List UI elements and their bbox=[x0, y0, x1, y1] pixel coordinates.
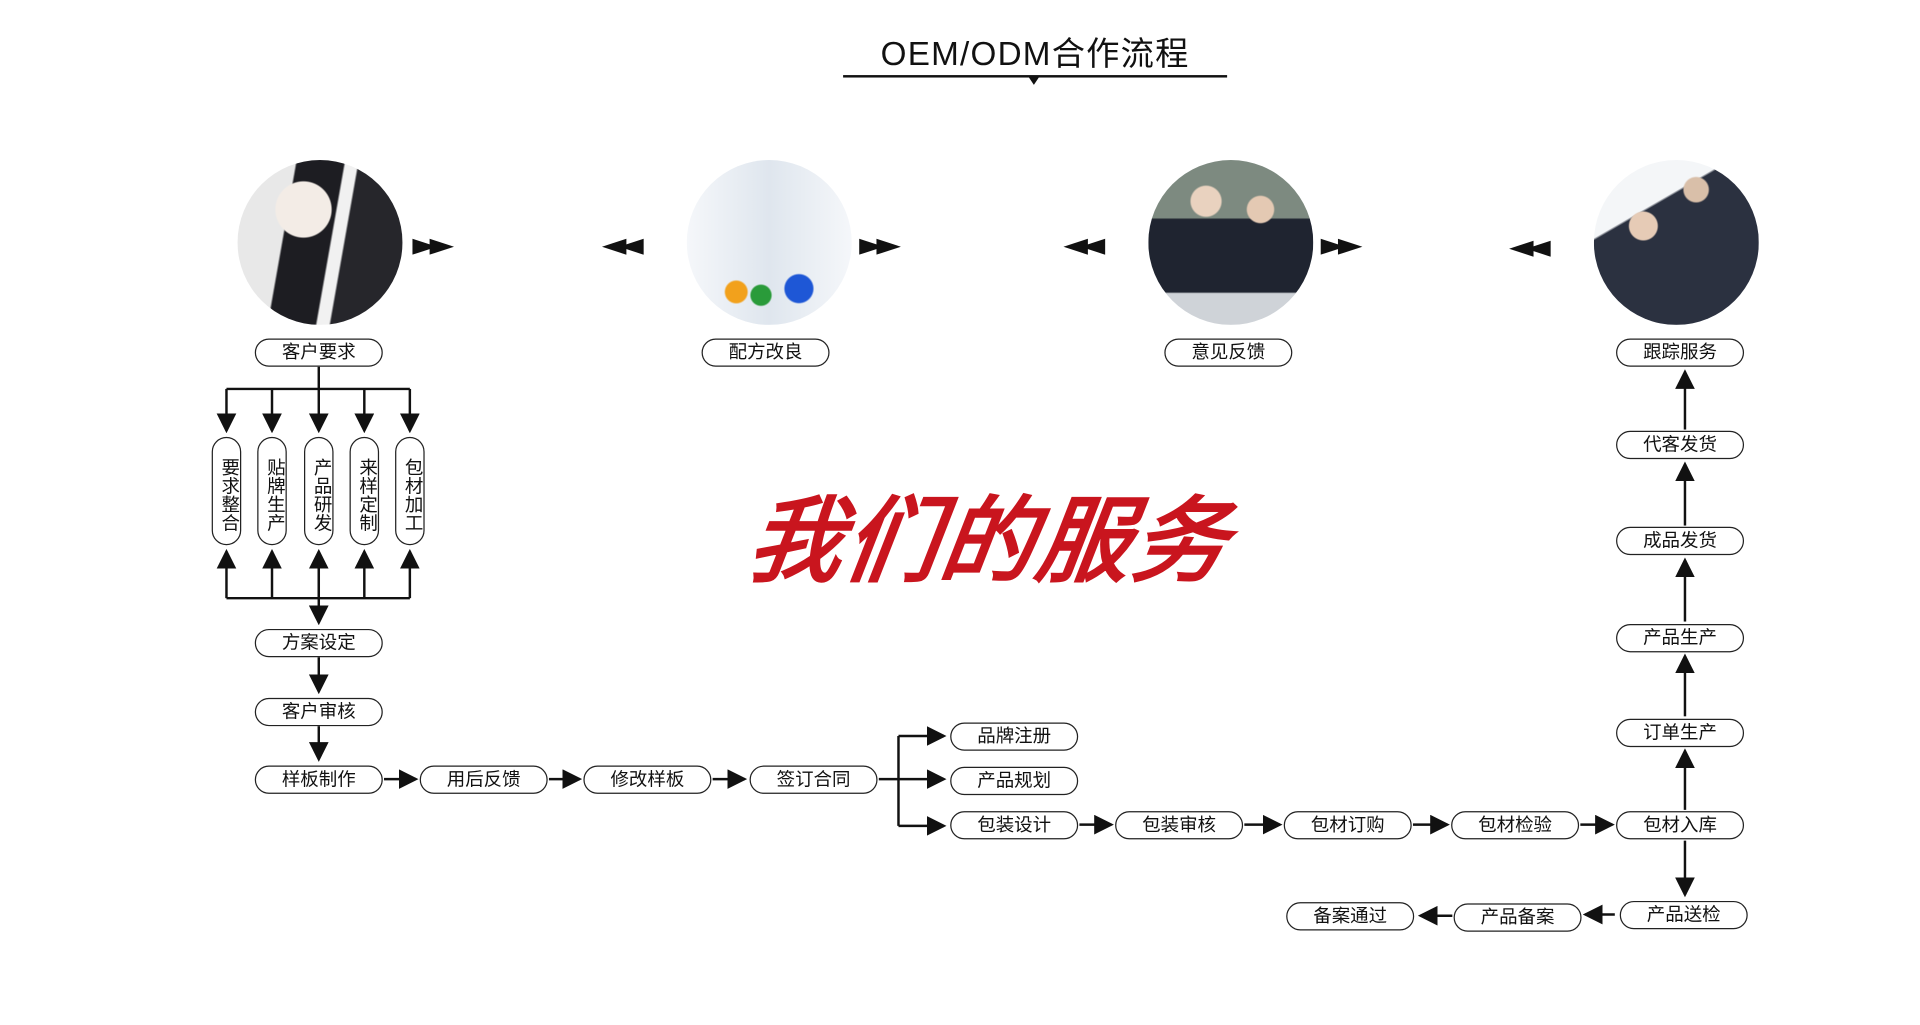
business-meeting-photo bbox=[237, 160, 403, 325]
title-pointer-icon bbox=[1028, 77, 1039, 85]
customer-service-photo bbox=[1593, 160, 1759, 325]
step-pill-filing-pass: 备案通过 bbox=[1286, 901, 1415, 930]
step-pill-planning: 产品规划 bbox=[950, 766, 1079, 795]
lab-research-photo bbox=[686, 160, 852, 325]
step-pill-pack-design: 包装设计 bbox=[950, 810, 1079, 839]
step-pill-ship: 成品发货 bbox=[1616, 526, 1745, 555]
step-pill-filing: 产品备案 bbox=[1453, 902, 1582, 932]
step-pill-proxy-ship: 代客发货 bbox=[1616, 430, 1745, 459]
page-title: OEM/ODM合作流程 bbox=[880, 35, 1190, 73]
step-pill-sample: 样板制作 bbox=[254, 764, 383, 794]
step-pill-pack-inspect: 包材检验 bbox=[1451, 810, 1580, 839]
step-pill-prod: 产品生产 bbox=[1616, 623, 1745, 652]
step-pill-inspect-send: 产品送检 bbox=[1619, 900, 1748, 929]
step-pill-contract: 签订合同 bbox=[749, 764, 878, 794]
step-pill-pack-review: 包装审核 bbox=[1115, 810, 1244, 839]
step-pill: 配方改良 bbox=[701, 337, 830, 367]
branch-pill: 要求整合 bbox=[211, 436, 242, 546]
branch-pill: 产品研发 bbox=[304, 436, 334, 546]
step-pill: 意见反馈 bbox=[1164, 337, 1293, 367]
step-pill-pack-order: 包材订购 bbox=[1283, 810, 1412, 839]
step-pill-pack-store: 包材入库 bbox=[1616, 810, 1745, 839]
title-underline bbox=[843, 75, 1228, 78]
step-pill-order-prod: 订单生产 bbox=[1616, 718, 1745, 747]
slogan-heading: 我们的服务 bbox=[741, 486, 1238, 596]
branch-pill: 来样定制 bbox=[349, 436, 380, 546]
step-pill-feedback: 用后反馈 bbox=[419, 764, 548, 794]
step-pill: 客户要求 bbox=[254, 337, 383, 367]
step-pill: 跟踪服务 bbox=[1616, 337, 1745, 367]
step-pill-plan: 方案设定 bbox=[254, 628, 383, 657]
branch-pill: 贴牌生产 bbox=[257, 436, 287, 546]
discussion-photo bbox=[1148, 160, 1314, 325]
step-pill-revise: 修改样板 bbox=[583, 764, 712, 794]
step-pill-brand: 品牌注册 bbox=[950, 721, 1079, 751]
branch-pill: 包材加工 bbox=[395, 436, 425, 546]
step-pill-review: 客户审核 bbox=[254, 697, 383, 726]
